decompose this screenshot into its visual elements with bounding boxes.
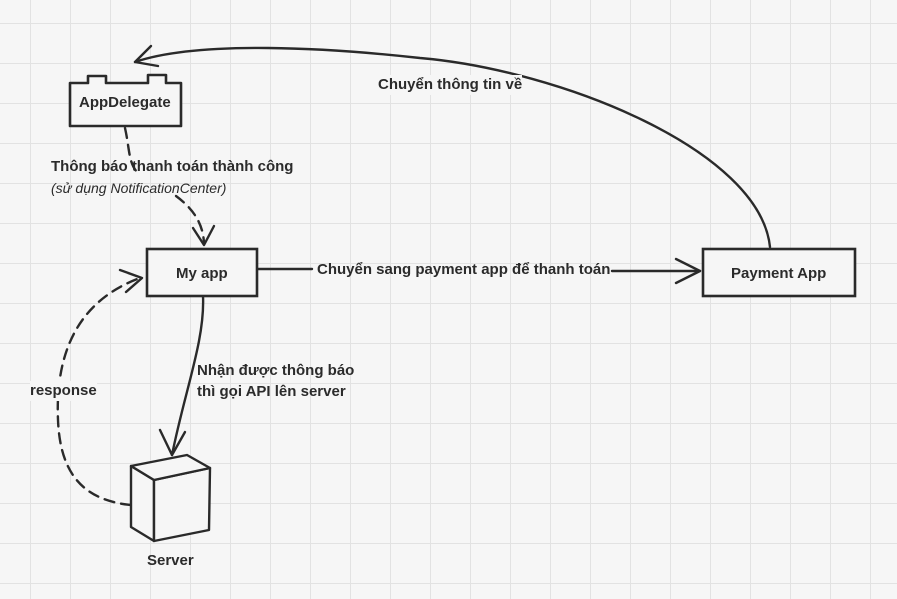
- edge-label-switch-payment: Chuyển sang payment app để thanh toán: [317, 261, 611, 278]
- edge-label-notify-success: Thông báo thanh toán thành công: [51, 158, 294, 175]
- arrowhead-switch-payment: [674, 257, 702, 285]
- edge-label-return-info: Chuyển thông tin về: [378, 75, 523, 95]
- node-server-shape: [129, 453, 212, 543]
- node-myapp-label[interactable]: My app: [176, 265, 228, 282]
- arrowhead-notify-success: [191, 224, 216, 247]
- node-myapp-shape: [145, 247, 259, 298]
- node-server-label[interactable]: Server: [147, 552, 194, 569]
- edge-label-response: response: [30, 381, 97, 401]
- node-paymentapp-label[interactable]: Payment App: [731, 265, 827, 282]
- edge-notify-success: [123, 126, 142, 177]
- arrowhead-return-info: [133, 44, 160, 68]
- edge-receive-notify: [170, 294, 205, 457]
- edge-label-receive-notify-line2: thì gọi API lên server: [197, 383, 346, 400]
- arrowhead-response: [118, 268, 144, 294]
- edge-label-notify-success-note: (sử dụng NotificationCenter): [51, 180, 227, 196]
- node-appdelegate-label[interactable]: AppDelegate: [79, 94, 171, 111]
- edge-label-receive-notify-line1: Nhận được thông báo: [197, 362, 355, 379]
- edge-response: [56, 276, 142, 507]
- arrowhead-receive-notify: [158, 428, 187, 457]
- edge-return-info: [133, 46, 772, 249]
- node-appdelegate-shape: [68, 73, 183, 128]
- node-paymentapp-shape: [701, 247, 857, 298]
- edge-notify-success-lower: [174, 194, 206, 245]
